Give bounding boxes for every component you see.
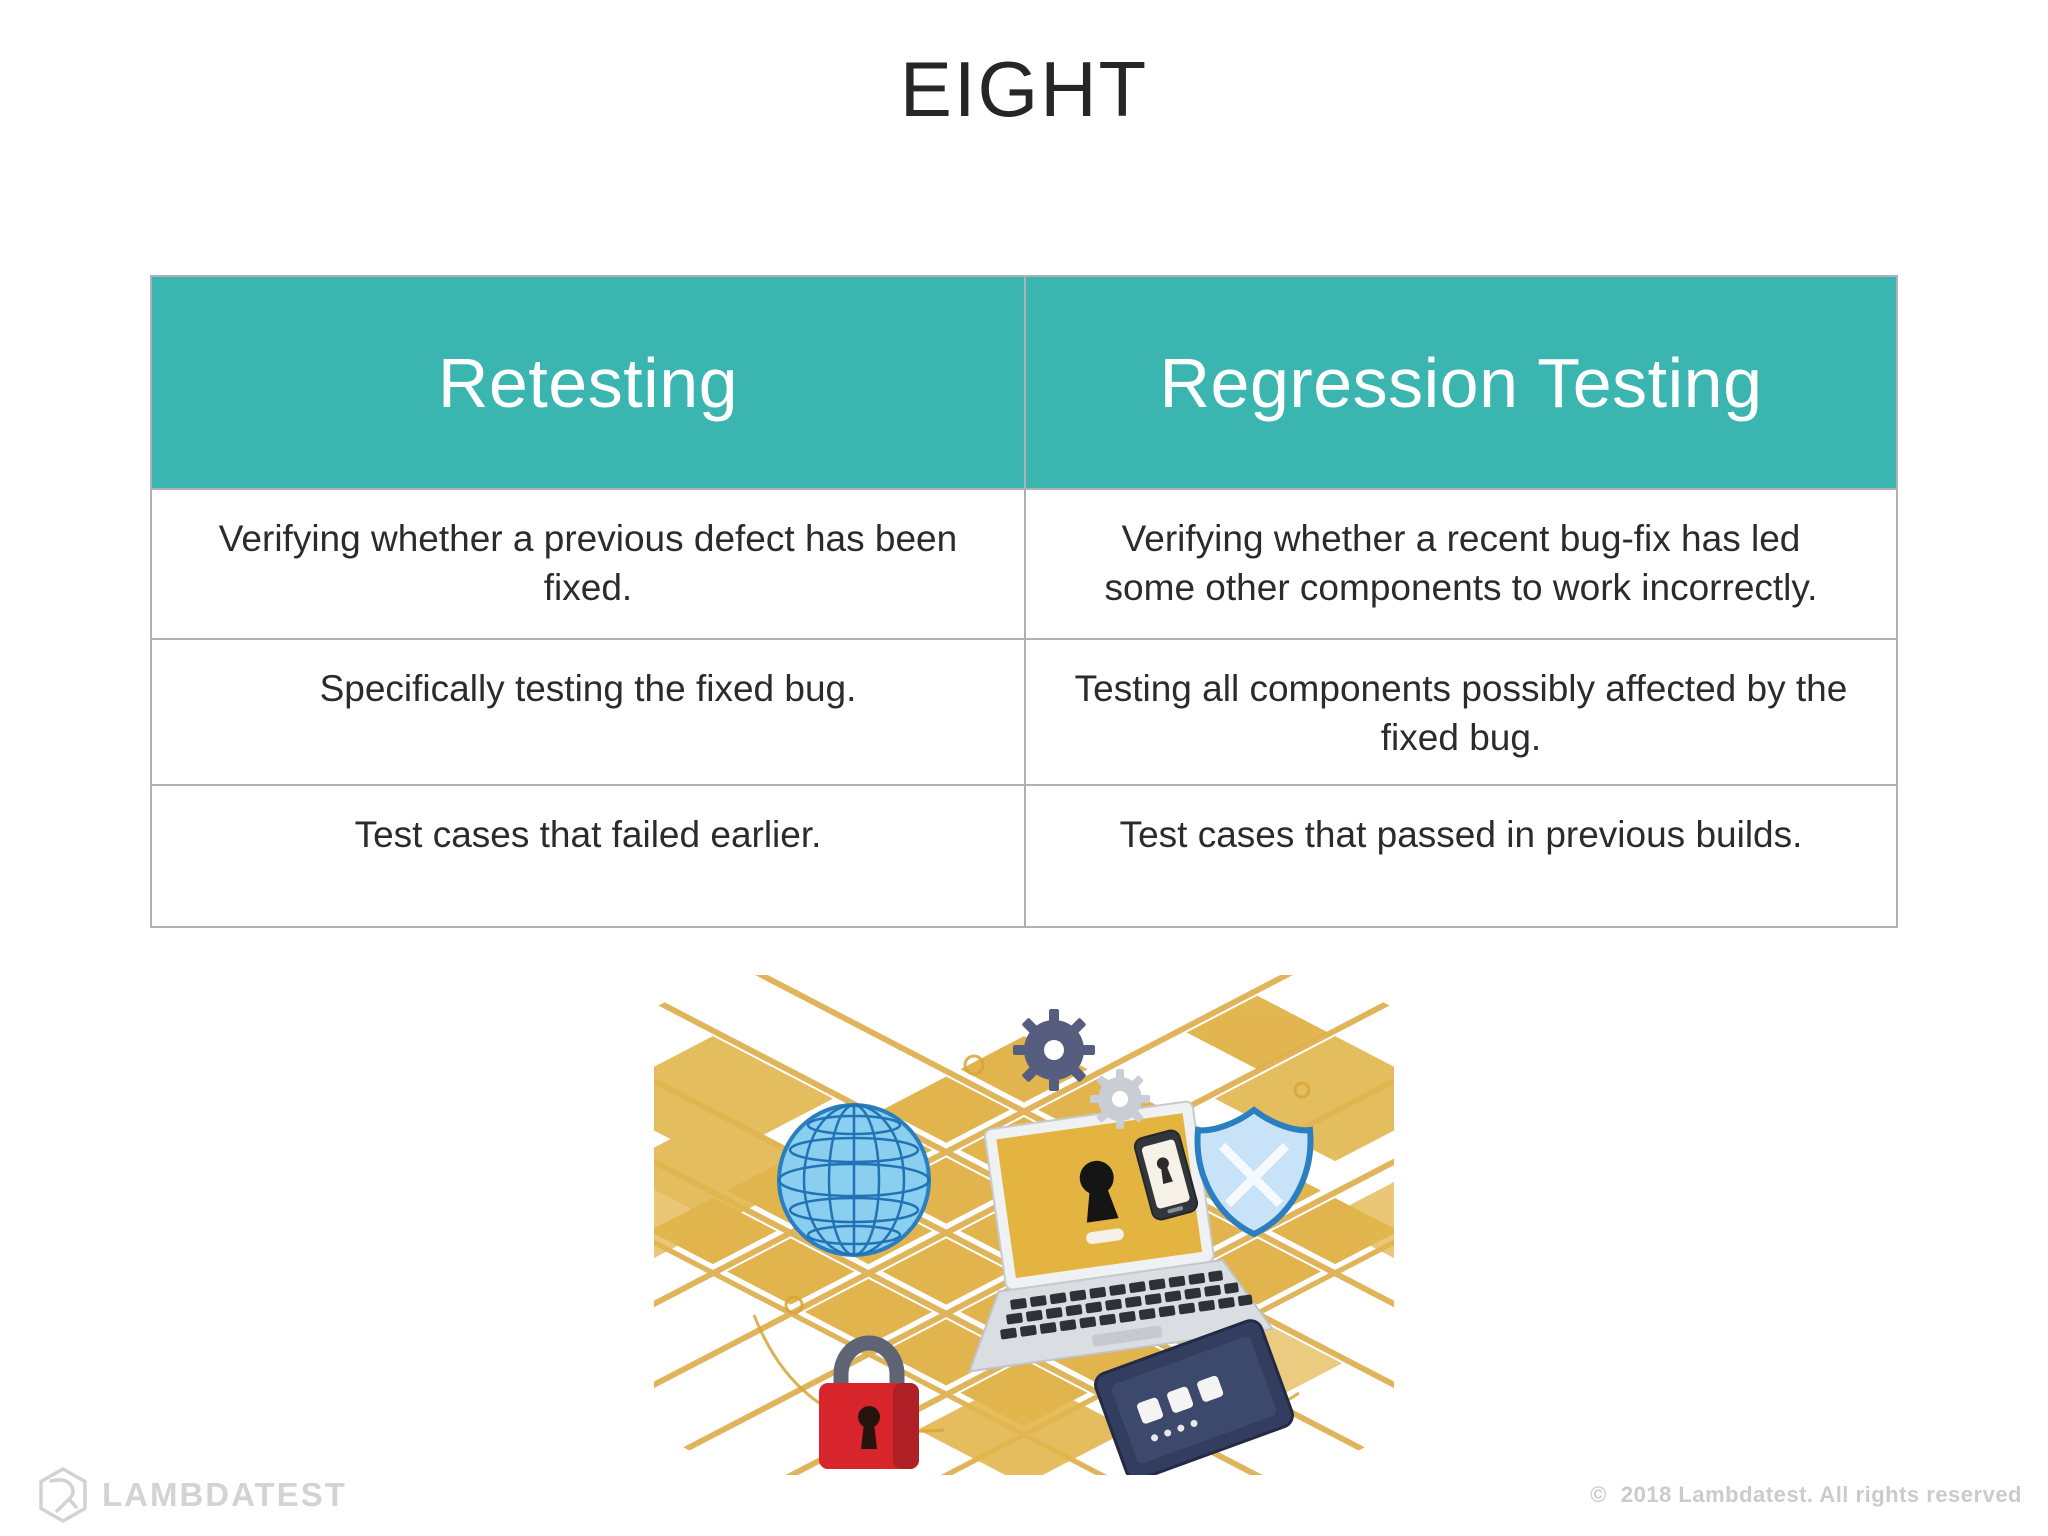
gear-small-icon xyxy=(1090,1069,1150,1129)
table-header-row: Retesting Regression Testing xyxy=(152,277,1896,488)
copyright: © 2018 Lambdatest. All rights reserved xyxy=(1590,1482,2022,1508)
smartphone-icon xyxy=(1133,1129,1199,1221)
globe-icon xyxy=(777,1103,931,1257)
table-row: Verifying whether a previous defect has … xyxy=(152,488,1896,638)
shield-icon xyxy=(1194,1106,1314,1238)
brand-name: LAMBDATEST xyxy=(102,1476,347,1513)
cell-regression-testcases: Test cases that passed in previous build… xyxy=(1024,786,1896,926)
table-row: Test cases that failed earlier. Test cas… xyxy=(152,784,1896,926)
padlock-icon xyxy=(819,1335,919,1469)
cell-retesting-testcases: Test cases that failed earlier. xyxy=(354,814,822,855)
lambdatest-logo: LAMBDATEST xyxy=(36,1466,347,1524)
copyright-icon: © xyxy=(1590,1482,1607,1507)
copyright-text: 2018 Lambdatest. All rights reserved xyxy=(1620,1482,2022,1507)
table-row: Specifically testing the fixed bug. Test… xyxy=(152,638,1896,784)
security-testing-illustration xyxy=(654,975,1394,1475)
comparison-table: Retesting Regression Testing Verifying w… xyxy=(150,275,1898,928)
cell-retesting-definition: Verifying whether a previous defect has … xyxy=(218,518,958,608)
column-header-retesting: Retesting xyxy=(437,343,739,422)
column-header-regression-testing: Regression Testing xyxy=(1024,277,1896,488)
cell-regression-definition: Verifying whether a recent bug-fix has l… xyxy=(1024,490,1896,638)
cell-retesting-scope: Specifically testing the fixed bug. xyxy=(319,668,857,709)
page-title: EIGHT xyxy=(899,45,1149,133)
cell-regression-scope: Testing all components possibly affected… xyxy=(1024,640,1896,784)
lambdatest-logo-icon xyxy=(39,1467,87,1523)
tablet-icon xyxy=(1094,1319,1294,1475)
gear-icon xyxy=(1013,1009,1095,1091)
